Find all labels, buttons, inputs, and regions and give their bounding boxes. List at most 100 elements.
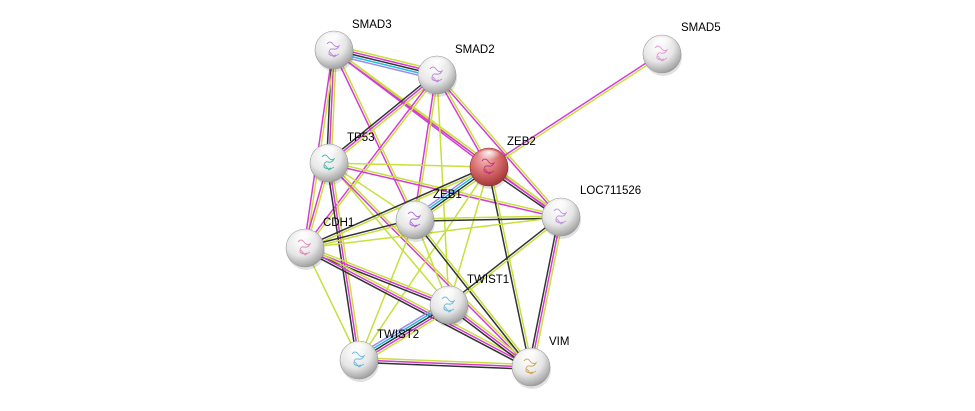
node-highlight (549, 200, 573, 214)
edge-evidence-textmining (532, 217, 564, 368)
edge-smad2-loc711526[interactable] (435, 73, 563, 219)
edge-tp53-twist1[interactable] (328, 162, 450, 306)
node-twist1[interactable]: TWIST1 (429, 274, 509, 327)
node-highlight (519, 350, 543, 364)
edge-evidence-experiments (530, 216, 562, 368)
edge-smad5-zeb2[interactable] (487, 52, 664, 169)
node-highlight (317, 146, 341, 160)
edge-tp53-loc711526[interactable] (328, 161, 562, 219)
node-cdh1[interactable]: CDH1 (285, 217, 354, 270)
edge-evidence-textmining (329, 161, 562, 217)
edge-evidence-experiments (358, 359, 532, 368)
edge-zeb1-loc711526[interactable] (414, 215, 562, 222)
edge-evidence-textmining (489, 54, 664, 169)
edge-evidence-textmining (489, 166, 533, 367)
edge-smad3-zeb1[interactable] (332, 49, 417, 221)
edge-evidence-textmining (359, 356, 532, 366)
edge-evidence-coexpression (304, 165, 489, 248)
edge-loc711526-vim[interactable] (528, 216, 564, 368)
edge-tp53-vim[interactable] (327, 161, 533, 369)
edges-layer (303, 44, 664, 371)
edge-evidence-coexpression (327, 72, 437, 162)
edge-evidence-textmining (449, 217, 563, 307)
edge-evidence-experiments (413, 74, 437, 220)
node-label: TWIST1 (467, 274, 509, 286)
node-label: TWIST2 (377, 329, 419, 341)
edge-evidence-textmining (305, 167, 490, 250)
node-tp53[interactable]: TP53 (309, 132, 375, 185)
node-highlight (347, 343, 371, 357)
node-label: SMAD5 (681, 22, 721, 34)
edge-evidence-experiments (328, 163, 561, 219)
node-vim[interactable]: VIM (511, 336, 569, 389)
edge-evidence-textmining (334, 49, 417, 220)
edge-zeb1-vim[interactable] (413, 218, 533, 369)
node-label: SMAD3 (352, 19, 392, 31)
edge-evidence-textmining (304, 216, 562, 249)
node-label: CDH1 (323, 217, 354, 229)
edge-evidence-coexpression (447, 215, 561, 305)
node-label: ZEB1 (433, 189, 462, 201)
node-label: VIM (549, 336, 569, 348)
edge-evidence-coexpression (303, 249, 531, 370)
edge-evidence-textmining (437, 73, 563, 217)
node-smad3[interactable]: SMAD3 (314, 19, 392, 72)
node-label: LOC711526 (580, 185, 641, 197)
edge-zeb2-twist1[interactable] (448, 166, 490, 306)
node-twist2[interactable]: TWIST2 (339, 329, 419, 382)
node-highlight (650, 37, 674, 51)
edge-evidence-textmining (358, 166, 490, 361)
edge-evidence-coexpression (528, 216, 560, 367)
node-smad5[interactable]: SMAD5 (642, 22, 721, 76)
edge-zeb2-vim[interactable] (487, 166, 533, 368)
edge-evidence-textmining (358, 219, 416, 361)
edge-evidence-textmining (305, 245, 533, 366)
node-zeb2[interactable]: ZEB2 (469, 136, 536, 189)
edge-evidence-textmining (305, 75, 439, 250)
node-highlight (425, 58, 449, 72)
edge-loc711526-twist1[interactable] (447, 215, 563, 307)
node-label: SMAD2 (455, 44, 495, 56)
edge-evidence-coexpression (487, 167, 531, 368)
edge-evidence-textmining (329, 161, 533, 367)
edge-evidence-textmining (329, 76, 439, 166)
edge-tp53-zeb2[interactable] (328, 162, 490, 168)
node-highlight (293, 231, 317, 245)
edge-loc711526-cdh1[interactable] (304, 216, 562, 249)
node-smad2[interactable]: SMAD2 (417, 44, 495, 97)
edge-evidence-textmining (415, 218, 533, 367)
edge-twist2-vim[interactable] (358, 356, 532, 371)
edge-cdh1-twist1[interactable] (303, 245, 451, 308)
edge-cdh1-vim[interactable] (303, 245, 533, 370)
edge-evidence-experiments (435, 75, 561, 219)
node-zeb1[interactable]: ZEB1 (395, 189, 462, 242)
edge-evidence-coexpression (415, 217, 562, 222)
node-label: ZEB2 (507, 136, 536, 148)
edge-evidence-textmining (304, 247, 360, 361)
edge-evidence-experiments (487, 52, 662, 167)
edge-evidence-textmining (305, 245, 451, 304)
edge-zeb1-twist2[interactable] (358, 219, 416, 361)
edge-evidence-experiments (304, 247, 532, 368)
edge-evidence-experiments (327, 163, 531, 369)
edge-evidence-coexpression (358, 361, 531, 371)
edge-cdh1-twist2[interactable] (304, 247, 360, 361)
edge-smad2-cdh1[interactable] (303, 73, 439, 250)
node-highlight (437, 288, 461, 302)
edge-evidence-experiments (328, 74, 438, 164)
edge-evidence-textmining (414, 215, 561, 220)
edge-evidence-textmining (448, 166, 490, 306)
edge-evidence-textmining (328, 162, 490, 168)
edge-smad2-tp53[interactable] (327, 72, 439, 166)
edge-evidence-experiments (332, 50, 415, 221)
edge-zeb2-cdh1[interactable] (304, 165, 490, 250)
node-highlight (477, 150, 501, 164)
edge-evidence-experiments (303, 73, 437, 248)
edge-evidence-coexpression (413, 220, 531, 369)
node-loc711526[interactable]: LOC711526 (541, 185, 641, 239)
node-highlight (322, 33, 346, 47)
edge-zeb2-twist2[interactable] (358, 166, 490, 361)
edge-evidence-textmining (328, 162, 450, 306)
